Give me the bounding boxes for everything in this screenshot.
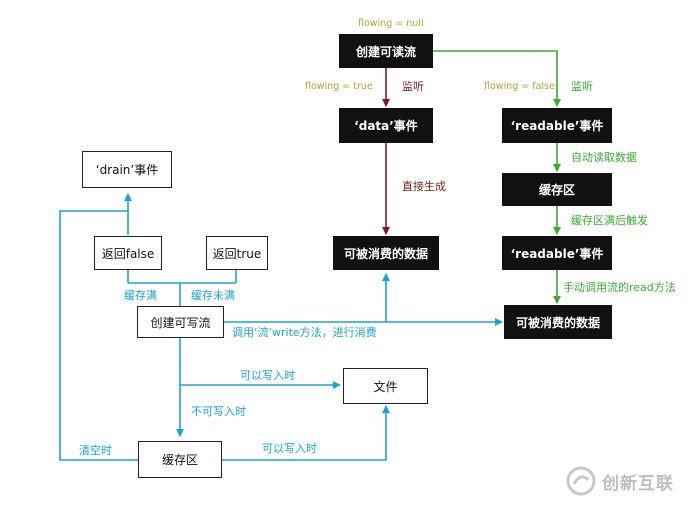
node-create-readable: 创建可读流 <box>339 34 433 68</box>
node-return-false: 返回false <box>94 236 162 270</box>
node-buffer-right: 缓存区 <box>502 173 612 206</box>
node-data-event: ‘data’事件 <box>339 108 433 143</box>
node-readable-event-2: ‘readable’事件 <box>502 236 612 270</box>
node-readable-event-1: ‘readable’事件 <box>502 108 612 143</box>
label-auto-read: 自动读取数据 <box>571 151 637 164</box>
label-flowing-false: flowing = false <box>484 81 555 92</box>
swirl-logo-icon <box>566 466 596 496</box>
arrow-buffer-to-file <box>222 405 390 461</box>
label-listen-left: 监听 <box>402 80 424 93</box>
node-drain-event: ‘drain’事件 <box>82 151 172 188</box>
label-flowing-null: flowing = null <box>358 18 424 29</box>
label-listen-right: 监听 <box>571 80 593 93</box>
label-flowing-true: flowing = true <box>305 81 373 92</box>
label-call-write: 调用‘流’write方法，进行消费 <box>232 326 377 339</box>
label-buffer-full-trigger: 缓存区满后触发 <box>571 214 648 227</box>
watermark-text: 创新互联 <box>602 473 674 494</box>
node-consumable-right: 可被消费的数据 <box>504 305 612 339</box>
node-consumable-mid: 可被消费的数据 <box>333 236 439 270</box>
node-create-writable: 创建可写流 <box>137 306 224 338</box>
label-empty-when: 清空时 <box>79 444 112 457</box>
label-direct-generate: 直接生成 <box>402 180 446 193</box>
label-writable-when-2: 可以写入时 <box>262 442 317 455</box>
arrow-buffer-empty-to-drain <box>59 210 138 461</box>
node-buffer-bottom: 缓存区 <box>138 441 222 478</box>
watermark: 创新互联 <box>566 466 674 496</box>
arrow-readable-to-readable-event <box>433 50 561 107</box>
label-buffer-full: 缓存满 <box>124 289 157 302</box>
label-buffer-not-full: 缓存未满 <box>191 289 235 302</box>
label-writable-when: 可以写入时 <box>240 369 295 382</box>
label-manual-read: 手动调用流的read方法 <box>563 281 676 294</box>
node-return-true: 返回true <box>206 236 268 270</box>
label-not-writable: 不可写入时 <box>191 405 246 418</box>
node-file: 文件 <box>343 368 428 404</box>
